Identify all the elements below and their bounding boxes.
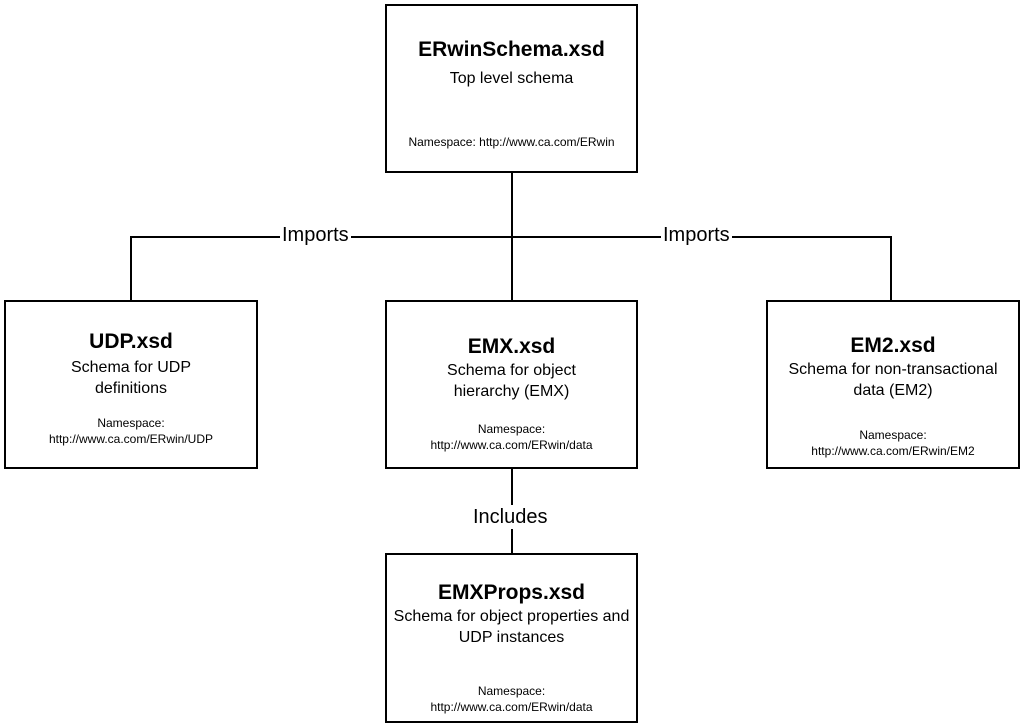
node-description: Schema for non-transactional data (EM2) bbox=[788, 361, 998, 399]
node-namespace: Namespace: http://www.ca.com/ERwin/UDP bbox=[48, 416, 214, 446]
imports-label-left: Imports bbox=[280, 223, 351, 247]
node-title: EMXProps.xsd bbox=[437, 581, 586, 604]
node-title: EMX.xsd bbox=[467, 335, 556, 358]
node-description: Top level schema bbox=[449, 70, 574, 87]
node-description: Schema for UDP definitions bbox=[70, 359, 192, 397]
em2-schema-node: EM2.xsd Schema for non-transactional dat… bbox=[766, 300, 1020, 469]
node-description: Schema for object hierarchy (EMX) bbox=[447, 362, 576, 400]
udp-schema-node: UDP.xsd Schema for UDP definitions Names… bbox=[4, 300, 258, 469]
node-namespace: Namespace: http://www.ca.com/ERwin bbox=[408, 135, 615, 149]
node-title: EM2.xsd bbox=[850, 334, 936, 357]
node-title: UDP.xsd bbox=[89, 330, 173, 353]
includes-label: Includes bbox=[471, 505, 550, 529]
emxprops-schema-node: EMXProps.xsd Schema for object propertie… bbox=[385, 553, 638, 723]
emx-schema-node: EMX.xsd Schema for object hierarchy (EMX… bbox=[385, 300, 638, 469]
node-namespace: Namespace: http://www.ca.com/ERwin/EM2 bbox=[811, 428, 975, 458]
imports-label-right: Imports bbox=[661, 223, 732, 247]
node-description: Schema for object properties and UDP ins… bbox=[393, 608, 630, 646]
node-title: ERwinSchema.xsd bbox=[418, 38, 605, 61]
erwin-schema-node: ERwinSchema.xsd Top level schema Namespa… bbox=[385, 4, 638, 173]
node-namespace: Namespace: http://www.ca.com/ERwin/data bbox=[430, 422, 593, 452]
node-namespace: Namespace: http://www.ca.com/ERwin/data bbox=[430, 684, 593, 714]
